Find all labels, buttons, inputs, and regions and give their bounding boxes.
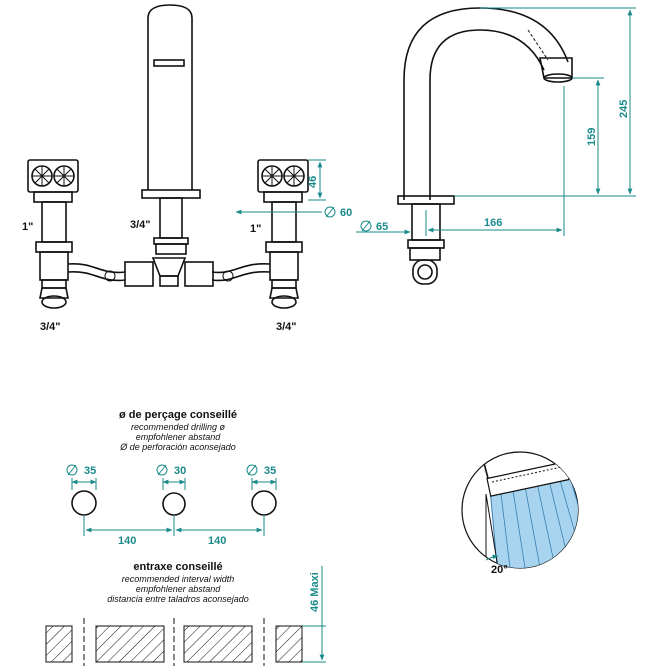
hole-center-diameter: 30 [156, 464, 186, 490]
connection-hoses [67, 257, 271, 287]
handle-height-dimension: 46 [307, 159, 326, 201]
svg-text:46 Maxi: 46 Maxi [309, 572, 321, 612]
left-handle [27, 159, 79, 309]
drilling-subtitle-en: recommended drilling ø [131, 422, 226, 432]
side-base-diameter-dimension: 65 [356, 220, 411, 235]
right-handle [257, 159, 309, 309]
base-diameter-dimension: 60 [235, 206, 352, 219]
svg-text:159: 159 [586, 128, 598, 146]
svg-text:245: 245 [618, 100, 630, 118]
interval-subtitle-de: empfohlener abstand [136, 584, 222, 594]
hole-spacing-dimension: 140 140 [83, 515, 265, 547]
fitting-right-label: 3/4" [276, 321, 297, 333]
gooseneck-spout [397, 7, 573, 285]
drilling-title: ø de perçage conseillé [119, 409, 237, 421]
drill-hole-right [251, 490, 277, 516]
drill-hole-center [162, 492, 186, 516]
interval-title: entraxe conseillé [133, 561, 222, 573]
svg-text:46: 46 [307, 176, 319, 188]
svg-text:65: 65 [376, 221, 388, 233]
svg-text:140: 140 [118, 535, 136, 547]
pipe-right-label: 1" [250, 223, 261, 235]
svg-text:60: 60 [340, 207, 352, 219]
svg-text:166: 166 [484, 217, 502, 229]
fitting-left-label: 3/4" [40, 321, 61, 333]
svg-text:35: 35 [264, 465, 276, 477]
drilling-subtitle-es: Ø de perforación aconsejado [119, 442, 236, 452]
drilling-subtitle-de: empfohlener abstand [136, 432, 222, 442]
pipe-left-label: 1" [22, 221, 33, 233]
front-view: 1" 3/4" 1" 3/4" 3/4" 46 60 [22, 4, 352, 333]
spray-detail: 20° [461, 451, 579, 576]
countertop-section [45, 618, 303, 666]
max-thickness-dimension: 46 Maxi [302, 566, 326, 663]
svg-text:30: 30 [174, 465, 186, 477]
drill-hole-left [71, 490, 97, 516]
hole-right-diameter: 35 [246, 464, 277, 490]
side-view: 245 159 166 65 [356, 7, 636, 285]
total-height-dimension: 245 [454, 7, 636, 197]
svg-text:35: 35 [84, 465, 96, 477]
spout-height-dimension: 159 [572, 77, 604, 195]
spout-body [141, 4, 201, 255]
interval-subtitle-en: recommended interval width [122, 574, 235, 584]
interval-section: entraxe conseillé recommended interval w… [45, 561, 326, 666]
reach-dimension: 166 [425, 86, 565, 236]
spray-angle-label: 20° [491, 564, 508, 576]
pipe-center-label: 3/4" [130, 219, 151, 231]
svg-text:140: 140 [208, 535, 226, 547]
drilling-section: ø de perçage conseillé recommended drill… [66, 409, 277, 547]
interval-subtitle-es: distancia entre taladros aconsejado [107, 594, 249, 604]
hole-left-diameter: 35 [66, 464, 97, 490]
